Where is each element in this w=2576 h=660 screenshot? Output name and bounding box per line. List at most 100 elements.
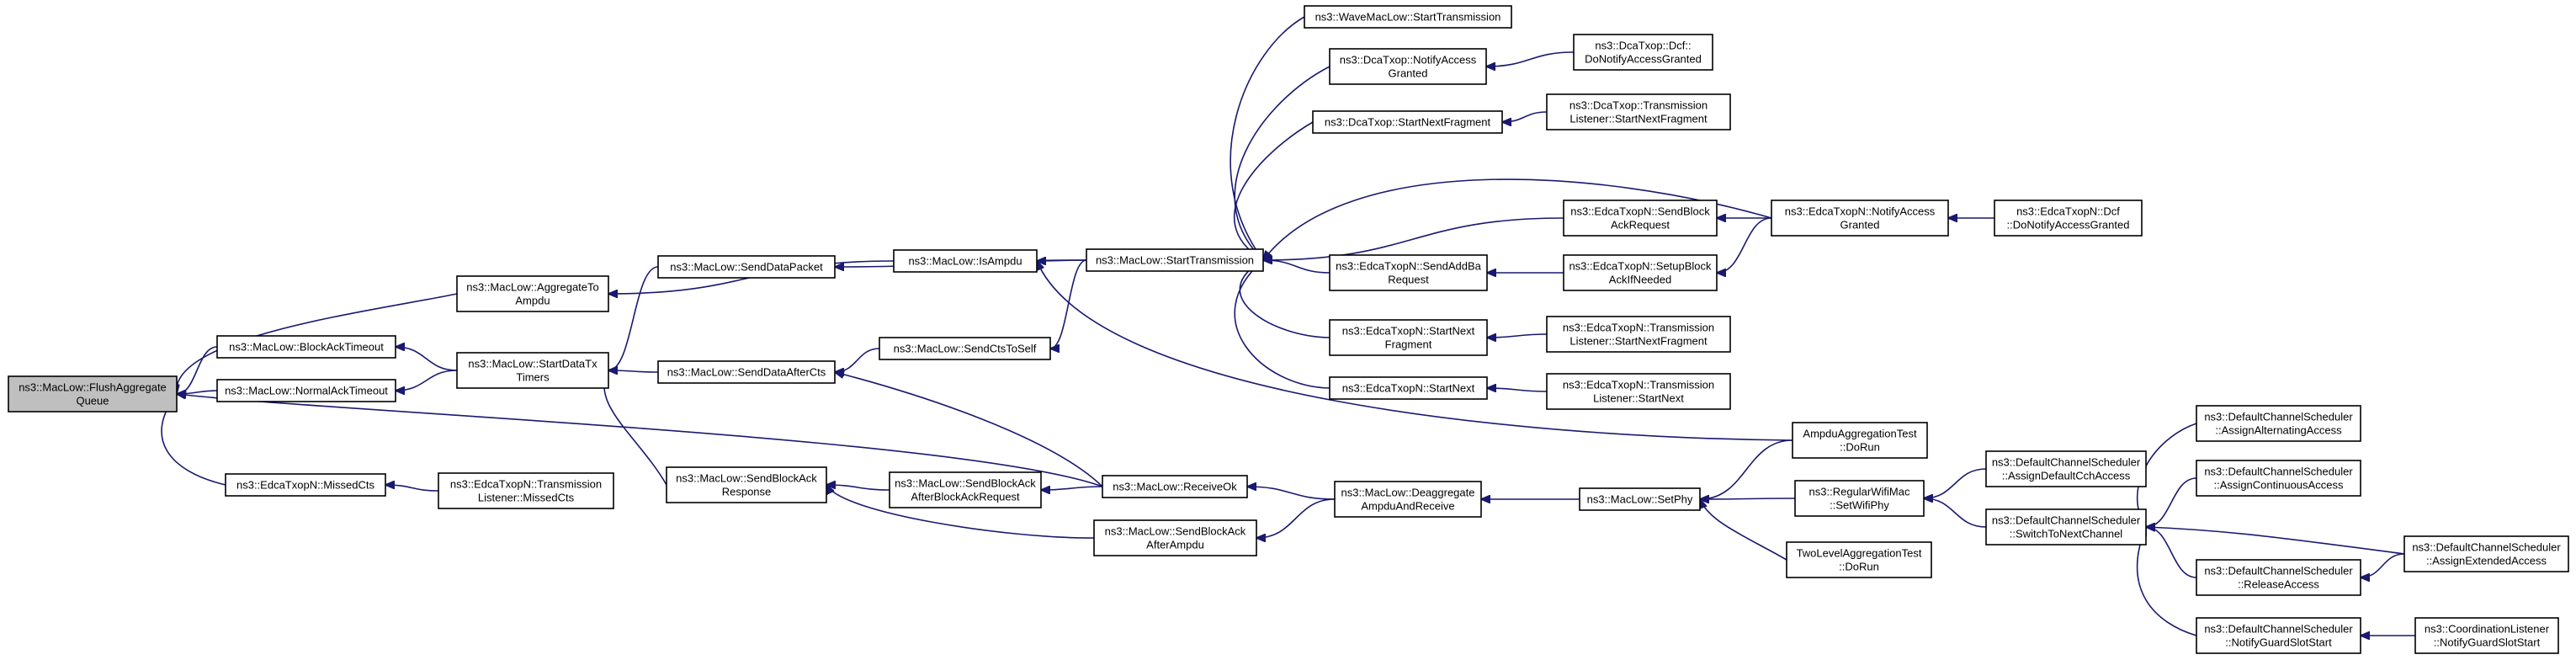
graph-node[interactable]: ns3::MacLow::ReceiveOk: [1102, 475, 1248, 498]
edge-n41-to-n39: [2361, 553, 2405, 578]
graph-node[interactable]: ns3::CoordinationListener::NotifyGuardSl…: [2414, 617, 2559, 654]
graph-node[interactable]: ns3::DefaultChannelScheduler::AssignAlte…: [2196, 405, 2361, 442]
edge-n5-to-n3: [396, 370, 458, 391]
node-label: AfterBlockAckRequest: [911, 491, 1020, 503]
graph-node[interactable]: ns3::MacLow::SetPhy: [1579, 487, 1701, 511]
edge-n28-to-n21: [1487, 388, 1548, 391]
graph-node[interactable]: AmpduAggregationTest::DoRun: [1792, 422, 1928, 459]
node-label: AfterAmpdu: [1146, 539, 1204, 551]
graph-node[interactable]: ns3::DcaTxop::StartNextFragment: [1312, 110, 1503, 134]
node-label: ns3::DcaTxop::NotifyAccess: [1340, 54, 1477, 67]
graph-node[interactable]: ns3::MacLow::StartTransmission: [1086, 248, 1264, 272]
graph-node[interactable]: TwoLevelAggregationTest::DoRun: [1786, 541, 1932, 578]
node-label: ns3::EdcaTxopN::StartNext: [1342, 382, 1475, 395]
node-label: ns3::MacLow::SendCtsToSelf: [894, 343, 1037, 355]
graph-node[interactable]: ns3::MacLow::IsAmpdu: [893, 249, 1038, 273]
node-label: ns3::EdcaTxopN::Transmission: [450, 478, 602, 491]
node-label: DoNotifyAccessGranted: [1585, 53, 1702, 66]
nodes-layer: ns3::MacLow::FlushAggregateQueuens3::Mac…: [8, 5, 2569, 654]
edge-n7-to-n5: [608, 266, 659, 370]
node-box: [1329, 48, 1487, 85]
node-label: Queue: [76, 395, 109, 407]
graph-node[interactable]: ns3::EdcaTxopN::StartNext: [1329, 376, 1488, 400]
graph-node[interactable]: ns3::RegularWifiMac::SetWifiPhy: [1794, 480, 1925, 517]
graph-node[interactable]: ns3::WaveMacLow::StartTransmission: [1304, 5, 1512, 29]
edge-n23-to-n17: [1486, 51, 1575, 67]
graph-node[interactable]: ns3::DefaultChannelScheduler::AssignDefa…: [1985, 450, 2147, 487]
node-box: [1579, 487, 1701, 511]
node-label: Listener::StartNext: [1593, 392, 1684, 405]
node-label: ns3::EdcaTxopN::Dcf: [2016, 205, 2120, 218]
node-label: AmpduAndReceive: [1361, 500, 1454, 513]
node-box: [1546, 373, 1731, 410]
graph-node[interactable]: ns3::EdcaTxopN::MissedCts: [225, 473, 386, 497]
edge-n31-to-n10: [1037, 261, 1793, 441]
node-box: [1312, 110, 1503, 134]
node-box: [2196, 460, 2361, 497]
node-label: ns3::EdcaTxopN::Transmission: [1563, 379, 1714, 391]
graph-node[interactable]: ns3::EdcaTxopN::StartNextFragment: [1329, 319, 1488, 356]
edge-n20-to-n14: [1239, 260, 1330, 338]
graph-node[interactable]: ns3::DefaultChannelScheduler::SwitchToNe…: [1985, 508, 2147, 546]
node-box: [1563, 254, 1718, 291]
node-box: [216, 379, 396, 402]
node-label: ns3::DcaTxop::Dcf::: [1595, 40, 1691, 52]
graph-node[interactable]: ns3::DefaultChannelScheduler::AssignCont…: [2196, 460, 2361, 497]
graph-node[interactable]: ns3::DefaultChannelScheduler::ReleaseAcc…: [2196, 559, 2361, 596]
node-label: ns3::MacLow::SendDataAfterCts: [667, 366, 826, 379]
graph-node[interactable]: ns3::DcaTxop::TransmissionListener::Star…: [1546, 93, 1731, 130]
node-label: ::NotifyGuardSlotStart: [2434, 636, 2541, 649]
graph-node[interactable]: ns3::DefaultChannelScheduler::NotifyGuar…: [2196, 617, 2361, 654]
graph-node[interactable]: ns3::EdcaTxopN::TransmissionListener::Mi…: [438, 472, 614, 509]
node-label: ns3::RegularWifiMac: [1809, 486, 1910, 498]
graph-node[interactable]: ns3::MacLow::SendDataPacket: [657, 255, 836, 279]
node-label: ns3::DcaTxop::StartNextFragment: [1325, 116, 1491, 129]
graph-node[interactable]: ns3::MacLow::SendDataAfterCts: [657, 360, 836, 384]
edge-n12-to-n9: [826, 485, 890, 491]
graph-node[interactable]: ns3::DcaTxop::Dcf::DoNotifyAccessGranted: [1573, 34, 1713, 71]
node-box: [2414, 617, 2559, 654]
graph-node[interactable]: ns3::MacLow::SendBlockAckAfterBlockAckRe…: [889, 471, 1042, 508]
graph-node[interactable]: ns3::DcaTxop::NotifyAccessGranted: [1329, 48, 1487, 85]
node-label: ns3::DefaultChannelScheduler: [2204, 466, 2353, 478]
node-box: [889, 471, 1042, 508]
node-label: ns3::EdcaTxopN::NotifyAccess: [1785, 205, 1936, 218]
edge-n11-to-n8: [835, 348, 880, 372]
node-label: ns3::EdcaTxopN::StartNext: [1342, 325, 1475, 338]
node-label: ns3::MacLow::BlockAckTimeout: [229, 341, 384, 354]
node-label: Ampdu: [515, 295, 550, 307]
edge-n21-to-n14: [1234, 260, 1330, 389]
node-box: [1329, 319, 1488, 356]
edge-n13-to-n9: [826, 485, 1095, 539]
node-label: ns3::MacLow::IsAmpdu: [908, 255, 1022, 268]
node-box: [8, 375, 178, 412]
node-box: [1329, 376, 1488, 400]
graph-node[interactable]: ns3::EdcaTxopN::Dcf::DoNotifyAccessGrant…: [1994, 200, 2143, 237]
node-box: [2196, 405, 2361, 442]
graph-node[interactable]: ns3::MacLow::NormalAckTimeout: [216, 379, 396, 402]
node-box: [1573, 34, 1713, 71]
graph-node[interactable]: ns3::MacLow::BlockAckTimeout: [216, 335, 396, 359]
node-box: [1102, 475, 1248, 498]
graph-node[interactable]: ns3::EdcaTxopN::TransmissionListener::St…: [1546, 316, 1731, 353]
node-label: ns3::MacLow::AggregateTo: [466, 281, 599, 294]
node-box: [1334, 481, 1482, 518]
graph-node[interactable]: ns3::EdcaTxopN::NotifyAccessGranted: [1771, 200, 1949, 237]
edge-n8-to-n5: [608, 370, 659, 372]
graph-node[interactable]: ns3::DefaultChannelScheduler::AssignExte…: [2403, 535, 2569, 572]
node-label: ns3::DefaultChannelScheduler: [1992, 514, 2141, 527]
graph-node[interactable]: ns3::EdcaTxopN::TransmissionListener::St…: [1546, 373, 1731, 410]
graph-node[interactable]: ns3::MacLow::SendCtsToSelf: [879, 337, 1051, 360]
node-label: ns3::MacLow::StartDataTx: [468, 358, 598, 370]
node-label: ns3::MacLow::FlushAggregate: [19, 381, 167, 394]
